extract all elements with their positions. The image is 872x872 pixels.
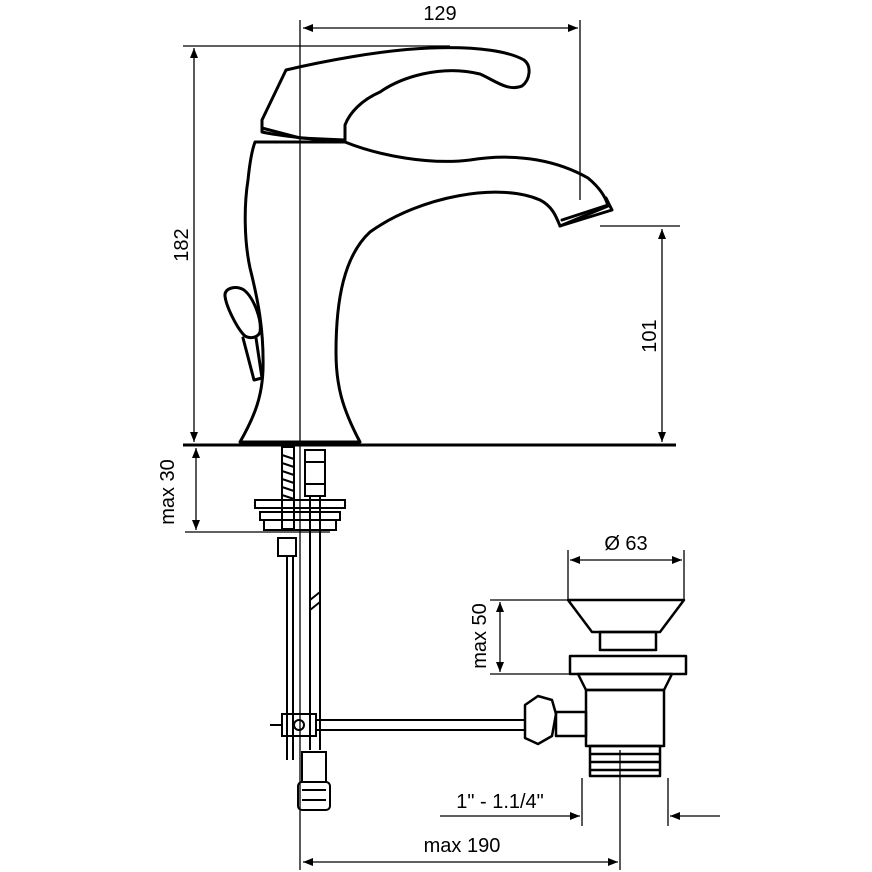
- dim-drain-diameter: Ø 63: [604, 533, 647, 555]
- dim-overall-height: 182: [171, 228, 193, 261]
- popup-knob: [223, 286, 262, 340]
- lever-handle: [260, 46, 531, 144]
- faucet-body: [238, 140, 610, 444]
- dim-max-drain-rise: max 50: [469, 603, 491, 669]
- faucet: [223, 46, 614, 444]
- mounting-hardware: [254, 446, 525, 811]
- dim-max-rod-distance: max 190: [424, 835, 501, 857]
- aerator: [558, 196, 614, 228]
- popup-drain: [523, 598, 688, 778]
- dim-max-deck-thickness: max 30: [157, 459, 179, 525]
- dim-spout-reach: 129: [423, 3, 456, 25]
- dim-spout-height: 101: [639, 319, 661, 352]
- dim-drain-thread: 1" - 1.1/4": [456, 791, 544, 813]
- dimension-lines: [183, 20, 720, 870]
